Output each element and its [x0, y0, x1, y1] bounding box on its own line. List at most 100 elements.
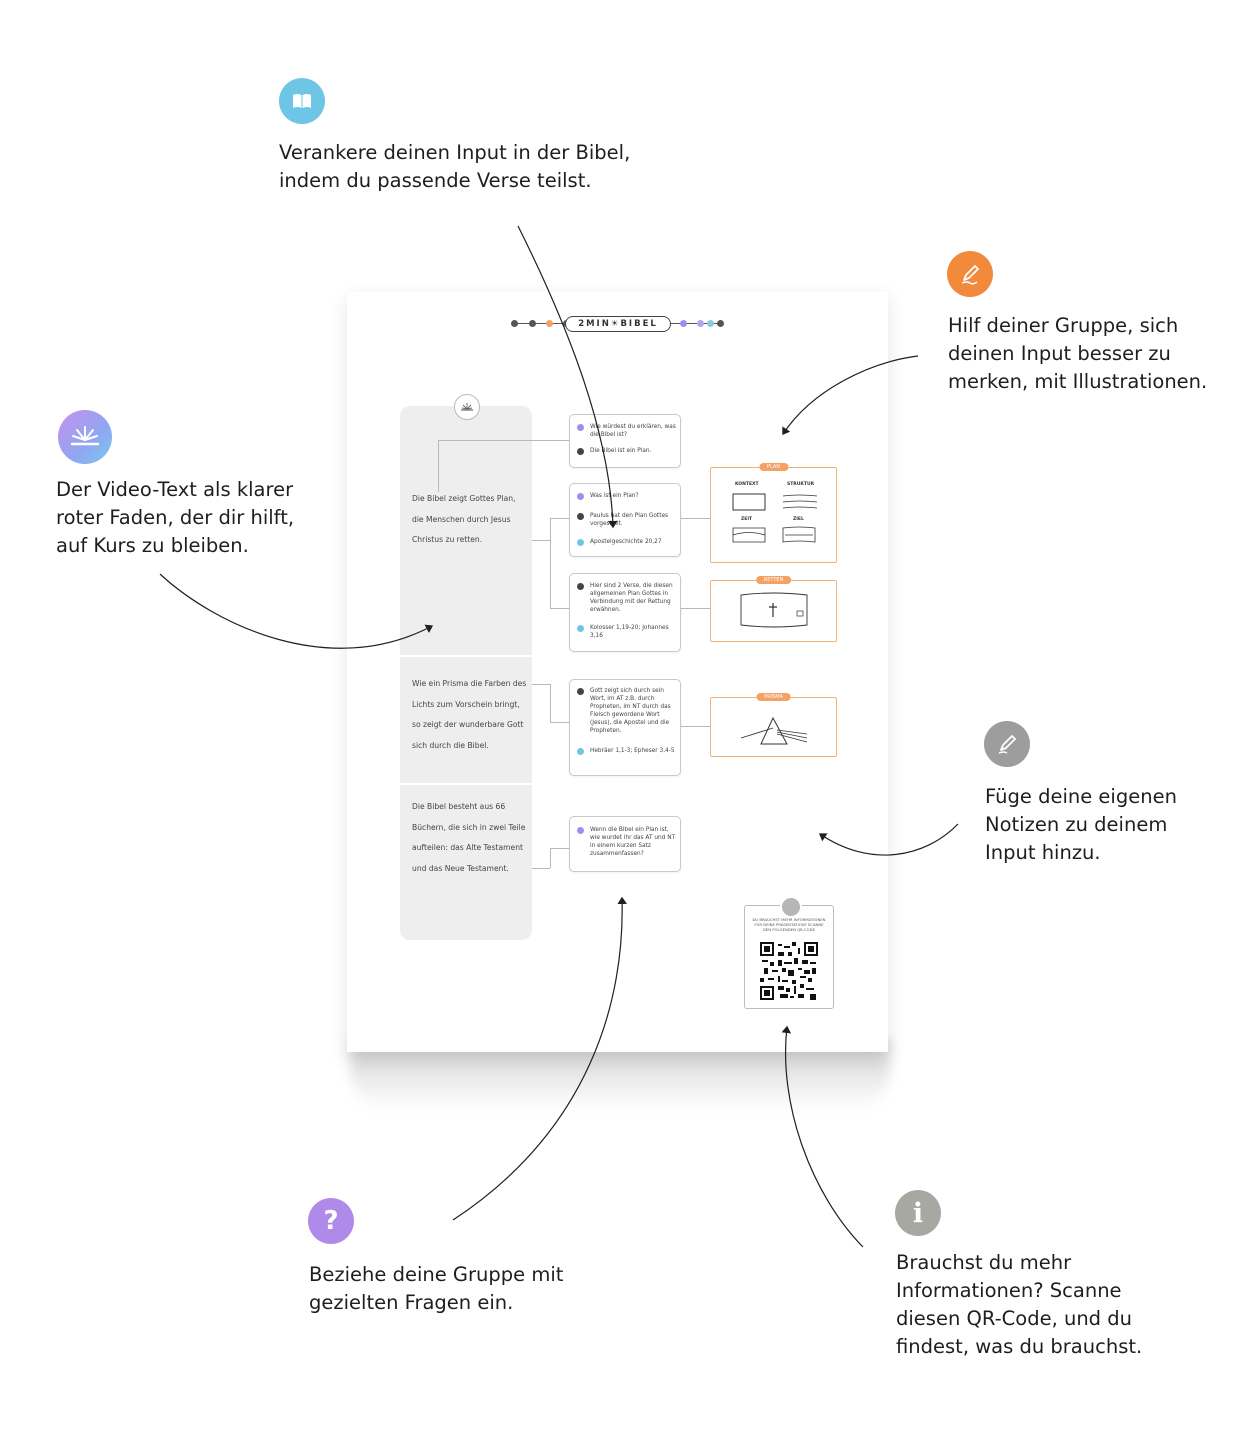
info-icon: i [895, 1190, 941, 1236]
panel-text-prisma: Wie ein Prisma die Farben des Lichts zum… [412, 679, 527, 750]
callout-line: Beziehe deine Gruppe mit [309, 1263, 564, 1286]
card-question: Wenn die Bibel ein Plan ist, wie wurdet … [576, 826, 676, 858]
panel-text-books: Die Bibel besteht aus 66 Büchern, die si… [412, 802, 526, 873]
connector [550, 608, 569, 609]
callout-line: Brauchst du mehr [896, 1251, 1072, 1274]
card-question-text: Wenn die Bibel ein Plan ist, wie wurdet … [590, 827, 676, 857]
card-verse-text: Apostelgeschichte 20,27 [590, 539, 662, 545]
logo-dot [680, 320, 687, 327]
callout-line: Input hinzu. [985, 841, 1101, 864]
callout-line: gezielten Fragen ein. [309, 1291, 514, 1314]
answer-icon [577, 583, 584, 590]
logo-line-right [669, 323, 721, 324]
panel-divider [400, 783, 532, 785]
question-icon [577, 493, 584, 500]
card-question: Was ist ein Plan? [576, 492, 676, 500]
connector [679, 608, 710, 609]
sunrise-logo-icon [454, 394, 480, 420]
answer-icon [577, 513, 584, 520]
card-verse-text: Kolosser 1,19-20; Johannes 3,16 [590, 625, 669, 639]
callout-line: Informationen? Scanne [896, 1279, 1122, 1302]
card-answer: Gott zeigt sich durch sein Wort, im AT z… [576, 687, 676, 735]
callout-line: Der Video-Text als klarer [56, 478, 294, 501]
card-answer: Die Bibel ist ein Plan. [576, 447, 676, 455]
card-verse: Kolosser 1,19-20; Johannes 3,16 [576, 624, 676, 640]
callout-illustrations-text: Hilf deiner Gruppe, sich deinen Input be… [948, 312, 1207, 396]
callout-line: auf Kurs zu bleiben. [56, 534, 249, 557]
illustration-label: ZEIT [741, 517, 753, 522]
connector [679, 726, 710, 727]
connector [438, 440, 569, 441]
open-book-icon [279, 78, 325, 124]
question-card: Wenn die Bibel ein Plan ist, wie wurdet … [569, 816, 681, 872]
callout-line: Notizen zu deinem [985, 813, 1168, 836]
verse-icon [577, 539, 584, 546]
callout-bible-text: Verankere deinen Input in der Bibel, ind… [279, 139, 630, 195]
question-card: Was ist ein Plan? Paulus hat den Plan Go… [569, 483, 681, 557]
connector [532, 684, 550, 685]
answer-icon [577, 448, 584, 455]
connector [550, 848, 569, 849]
logo-line-left [514, 323, 566, 324]
logo-dot [511, 320, 518, 327]
callout-line: findest, was du brauchst. [896, 1335, 1143, 1358]
card-answer-text: Hier sind 2 Verse, die diesen allgemeine… [590, 583, 673, 613]
connector [532, 868, 550, 869]
video-text-panel [400, 406, 532, 940]
question-card: Wie würdest du erklären, was die Bibel i… [569, 414, 681, 468]
sunrise-logo-icon [58, 410, 112, 464]
illustration-label: STRUKTUR [787, 482, 815, 487]
illustration-card-prisma: PRISMA [710, 693, 837, 757]
illustration-tag: RETTEN [755, 576, 792, 584]
callout-line: Füge deine eigenen [985, 785, 1177, 808]
qr-card[interactable]: DU BRAUCHST MEHR INFORMATIONEN FÜR DEINE… [744, 905, 834, 1009]
illustration-card-plan: PLAN KONTEXT STRUKTUR ZEIT ZIEL [710, 463, 837, 563]
question-icon [577, 424, 584, 431]
verse-icon [577, 748, 584, 755]
card-answer: Paulus hat den Plan Gottes vorgestellt. [576, 512, 676, 528]
connector [550, 518, 551, 608]
pencil-icon [947, 251, 993, 297]
callout-line: roter Faden, der dir hilft, [56, 506, 295, 529]
question-card: Hier sind 2 Verse, die diesen allgemeine… [569, 573, 681, 652]
card-answer-text: Gott zeigt sich durch sein Wort, im AT z… [590, 688, 671, 734]
card-verse-text: Hebräer 1,1-3; Epheser 3,4-5 [590, 748, 675, 754]
connector [679, 518, 710, 519]
plan-sketch-icon [732, 493, 818, 543]
callout-line: merken, mit Illustrationen. [948, 370, 1208, 393]
answer-icon [577, 688, 584, 695]
question-card: Gott zeigt sich durch sein Wort, im AT z… [569, 679, 681, 776]
logo-dot [697, 320, 704, 327]
callout-line: diesen QR-Code, und du [896, 1307, 1132, 1330]
card-verse: Hebräer 1,1-3; Epheser 3,4-5 [576, 747, 676, 755]
callout-line: deinen Input besser zu [948, 342, 1171, 365]
pen-icon [984, 721, 1030, 767]
connector [550, 518, 569, 519]
logo-dot [529, 320, 536, 327]
connector [550, 722, 569, 723]
logo-dot [546, 320, 553, 327]
qr-caption: DU BRAUCHST MEHR INFORMATIONEN FÜR DEINE… [752, 917, 826, 932]
prism-sketch-icon [740, 716, 808, 745]
card-verse: Apostelgeschichte 20,27 [576, 538, 676, 546]
callout-line: Verankere deinen Input in der Bibel, [279, 141, 631, 164]
panel-divider [400, 655, 532, 657]
callout-line: Hilf deiner Gruppe, sich [948, 314, 1179, 337]
callout-notes-text: Füge deine eigenen Notizen zu deinem Inp… [985, 783, 1177, 867]
illustration-label: ZIEL [793, 517, 804, 522]
panel-text-plan: Die Bibel zeigt Gottes Plan, die Mensche… [412, 494, 516, 544]
connector [532, 540, 550, 541]
card-question: Wie würdest du erklären, was die Bibel i… [576, 423, 676, 439]
question-icon: ? [308, 1198, 354, 1244]
rescue-sketch-icon [740, 592, 808, 628]
card-answer: Hier sind 2 Verse, die diesen allgemeine… [576, 582, 676, 614]
connector [438, 440, 439, 492]
connector [550, 848, 551, 868]
callout-info-text: Brauchst du mehr Informationen? Scanne d… [896, 1249, 1142, 1361]
logo-dot [707, 320, 714, 327]
card-answer-text: Paulus hat den Plan Gottes vorgestellt. [590, 513, 669, 527]
callout-video-text: Der Video-Text als klarer roter Faden, d… [56, 476, 294, 560]
callout-line: indem du passende Verse teilst. [279, 169, 592, 192]
logo-dot [717, 320, 724, 327]
qr-code-icon[interactable] [760, 942, 818, 1000]
